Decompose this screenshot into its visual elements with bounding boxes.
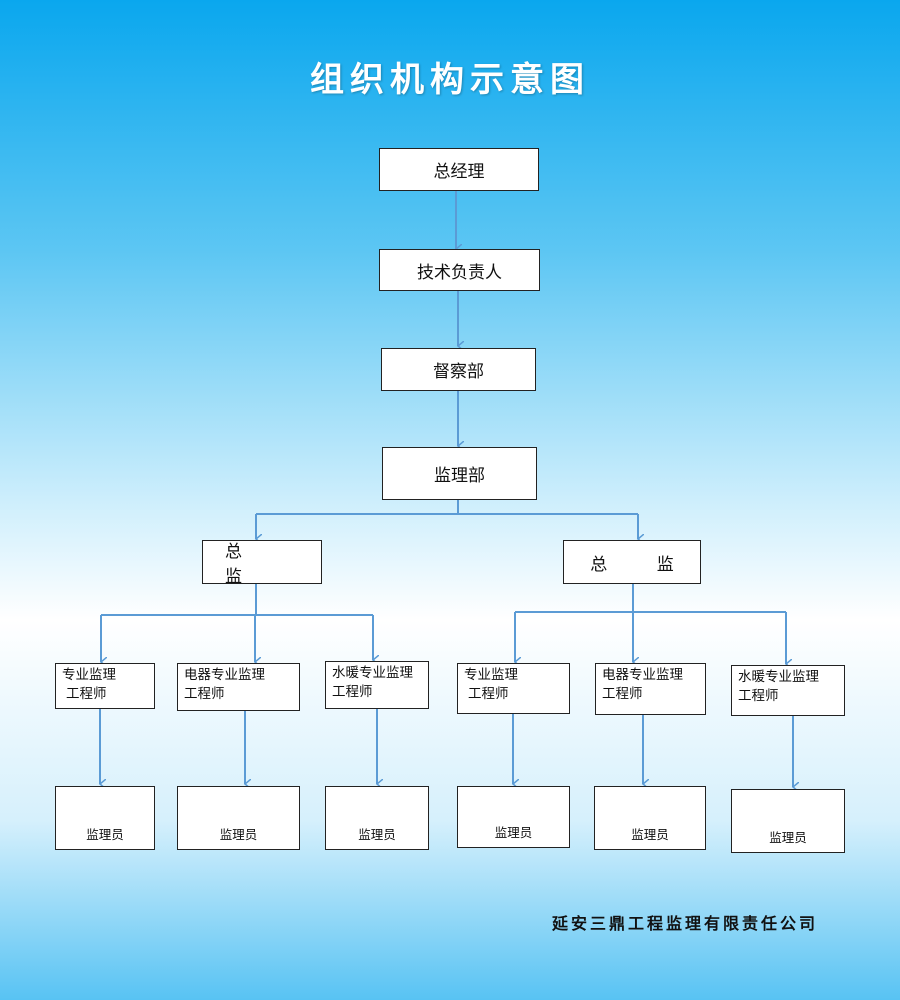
node-label-line1: 水暖专业监理 xyxy=(738,669,819,685)
node-chief-supervisor-left: 总 监 xyxy=(202,540,322,587)
node-label-line1: 电器专业监理 xyxy=(184,667,265,683)
node-label: 监理员 xyxy=(358,827,396,842)
node-label: 监理员 xyxy=(86,827,124,842)
node-engineer-1: 专业监理 工程师 xyxy=(55,663,155,709)
node-supervision-dept: 督察部 xyxy=(381,348,536,391)
node-engineer-3: 水暖专业监理 工程师 xyxy=(325,661,429,709)
node-label-line2: 工程师 xyxy=(184,686,225,702)
node-label-line1: 专业监理 xyxy=(464,667,518,683)
node-inspector-6: 监理员 xyxy=(731,789,845,853)
node-label: 总 监 xyxy=(225,542,264,587)
node-general-manager: 总经理 xyxy=(379,148,539,191)
node-label: 监理员 xyxy=(631,827,669,842)
node-engineer-5: 电器专业监理 工程师 xyxy=(595,663,706,715)
node-label-line2: 工程师 xyxy=(738,688,779,704)
node-technical-lead: 技术负责人 xyxy=(379,249,540,291)
node-label: 督察部 xyxy=(433,362,484,382)
node-label-line1: 专业监理 xyxy=(62,667,116,683)
node-label: 监理员 xyxy=(494,825,533,840)
node-engineer-6: 水暖专业监理 工程师 xyxy=(731,665,845,716)
node-label-line2: 工程师 xyxy=(332,684,373,700)
node-inspector-4: 监理员 xyxy=(457,786,570,848)
node-engineer-2: 电器专业监理 工程师 xyxy=(177,663,300,711)
node-label: 监理员 xyxy=(769,830,807,845)
node-chief-supervisor-right: 总 监 xyxy=(563,540,701,584)
node-label: 技术负责人 xyxy=(417,262,502,283)
company-name: 延安三鼎工程监理有限责任公司 xyxy=(551,914,818,933)
node-label-line2: 工程师 xyxy=(468,686,509,702)
page-title: 组织机构示意图 xyxy=(310,60,590,100)
node-label: 监理部 xyxy=(434,466,485,486)
node-label: 监理员 xyxy=(219,827,258,842)
node-supervision-office: 监理部 xyxy=(382,447,537,500)
node-inspector-3: 监理员 xyxy=(325,786,429,850)
node-label-line2: 工程师 xyxy=(66,686,107,702)
node-inspector-5: 监理员 xyxy=(594,786,706,850)
node-label-line2: 工程师 xyxy=(602,686,643,702)
node-label: 总 监 xyxy=(590,554,696,575)
node-engineer-4: 专业监理 工程师 xyxy=(457,663,570,714)
node-label-line1: 水暖专业监理 xyxy=(332,665,413,681)
node-inspector-2: 监理员 xyxy=(177,786,300,850)
node-label: 总经理 xyxy=(433,162,485,182)
node-inspector-1: 监理员 xyxy=(55,786,155,850)
node-label-line1: 电器专业监理 xyxy=(602,667,683,683)
